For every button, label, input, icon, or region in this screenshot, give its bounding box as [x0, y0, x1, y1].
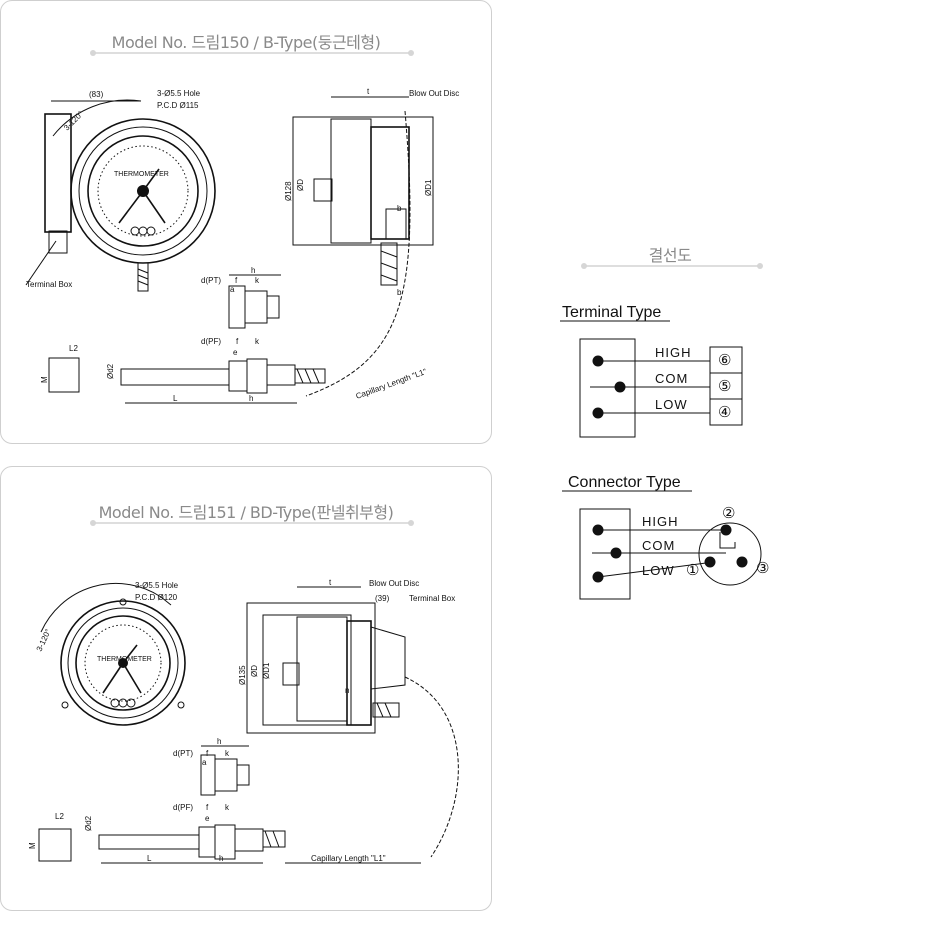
b-gauge-front	[25, 99, 216, 292]
connector-com-label: COM	[642, 538, 675, 553]
b-b-label: b	[397, 204, 402, 213]
bd-dD1-label: ØD1	[262, 662, 271, 679]
terminal-low-label: LOW	[655, 397, 688, 412]
b-dD1-label: ØD1	[424, 179, 433, 196]
b-dpt-label: d(PT)	[201, 276, 221, 285]
b-pcd-label: P.C.D Ø115	[157, 101, 199, 110]
bd-dD-label: ØD	[250, 665, 259, 677]
b-m-label: M	[40, 376, 49, 383]
bd-dpt-label: d(PT)	[173, 749, 193, 758]
b-dD-label: ØD	[296, 179, 305, 191]
b-pt-a-label: a	[230, 285, 235, 294]
bd-L-label: L	[147, 854, 152, 863]
b-pf-f-label: f	[236, 337, 239, 346]
b-pt-h-label: h	[251, 266, 255, 275]
bd-pf-fitting	[38, 824, 421, 864]
bd-blowout-label: Blow Out Disc	[369, 579, 419, 588]
bd-dpf-label: d(PF)	[173, 803, 193, 812]
bd-thermometer-label: THERMOMETER	[97, 656, 152, 663]
bd-n-label: n	[345, 686, 349, 695]
bd-pcd-label: P.C.D Ø120	[135, 593, 178, 602]
bd-hole-label: 3-Ø5.5 Hole	[135, 581, 179, 590]
connector-num-1: ①	[686, 562, 700, 579]
wiring-divider	[581, 263, 763, 269]
terminal-num-5: ⑤	[718, 378, 732, 395]
connector-num-3: ③	[756, 560, 770, 577]
bd-h2-label: h	[219, 854, 223, 863]
b-l2-label: L2	[69, 344, 78, 353]
bd-pf-f-label: f	[206, 803, 209, 812]
b-capillary-label: Capillary Length "L1"	[355, 367, 428, 401]
b-h2-label: h	[249, 394, 253, 403]
bd-gauge-side	[246, 586, 459, 858]
bd-pt-k-label: k	[225, 749, 230, 758]
terminal-type-heading: Terminal Type	[562, 304, 661, 321]
bd-m-label: M	[28, 842, 37, 849]
terminal-num-6: ⑥	[718, 352, 732, 369]
connector-high-label: HIGH	[642, 514, 679, 529]
bd-angle-label: 3-120°	[35, 628, 53, 653]
bd-pt-a-label: a	[202, 758, 207, 767]
bd-d135-label: Ø135	[238, 665, 247, 685]
b-pt-fitting	[228, 274, 281, 329]
terminal-type-diagram	[579, 338, 743, 438]
panel-b-type: Model No. 드림150 / B-Type(둥근테형) (83) 3-Ø5…	[0, 0, 492, 444]
bd-type-drawing: 3-Ø5.5 Hole P.C.D Ø120 3-120° THERMOMETE…	[28, 578, 459, 864]
wiring-title: 결선도	[648, 246, 692, 265]
b-pf-e-label: e	[233, 348, 238, 357]
b-dim-83: (83)	[89, 90, 104, 99]
b-angle-label: 3-120°	[62, 109, 85, 132]
terminal-num-4: ④	[718, 404, 732, 421]
b-L-label: L	[173, 394, 178, 403]
b-d128-label: Ø128	[284, 181, 293, 201]
connector-type-diagram	[579, 508, 762, 600]
panel-bd-divider	[90, 520, 414, 526]
bd-capillary-label: Capillary Length "L1"	[311, 854, 386, 863]
terminal-com-label: COM	[655, 371, 688, 386]
b-b2-label: b	[397, 288, 402, 297]
b-pf-fitting	[48, 357, 326, 404]
bd-pt-f-label: f	[206, 749, 209, 758]
b-thermometer-label: THERMOMETER	[114, 171, 169, 178]
b-pt-f-label: f	[235, 276, 238, 285]
terminal-high-label: HIGH	[655, 345, 692, 360]
bd-pf-e-label: e	[205, 814, 210, 823]
panel-b-divider	[90, 50, 414, 56]
connector-type-heading: Connector Type	[568, 474, 681, 491]
bd-od2-label: Ød2	[84, 815, 93, 831]
panel-bd-title: Model No. 드림151 / BD-Type(판넬취부형)	[98, 503, 394, 522]
bd-pt-fitting	[200, 745, 250, 796]
panel-b-title: Model No. 드림150 / B-Type(둥근테형)	[111, 33, 381, 52]
b-pf-k-label: k	[255, 337, 260, 346]
bd-39-label: (39)	[375, 594, 390, 603]
bd-l2-label: L2	[55, 812, 64, 821]
b-t-label: t	[367, 87, 370, 96]
bd-t-label: t	[329, 578, 332, 587]
b-blowout-label: Blow Out Disc	[409, 89, 459, 98]
connector-low-label: LOW	[642, 563, 675, 578]
bd-terminal-box-label: Terminal Box	[409, 594, 455, 603]
b-gauge-side	[292, 96, 434, 397]
b-dpf-label: d(PF)	[201, 337, 221, 346]
bd-pf-k-label: k	[225, 803, 230, 812]
b-terminal-box-label: Terminal Box	[26, 280, 72, 289]
b-pt-k-label: k	[255, 276, 260, 285]
b-type-drawing: (83) 3-Ø5.5 Hole P.C.D Ø115 3-120° Termi…	[25, 87, 459, 404]
b-hole-label: 3-Ø5.5 Hole	[157, 89, 201, 98]
connector-num-2: ②	[722, 505, 736, 522]
bd-pt-h-label: h	[217, 737, 221, 746]
panel-bd-type: Model No. 드림151 / BD-Type(판넬취부형) 3-Ø5.5 …	[0, 466, 492, 911]
bd-gauge-front	[40, 583, 186, 726]
b-od2-label: Ød2	[106, 363, 115, 379]
